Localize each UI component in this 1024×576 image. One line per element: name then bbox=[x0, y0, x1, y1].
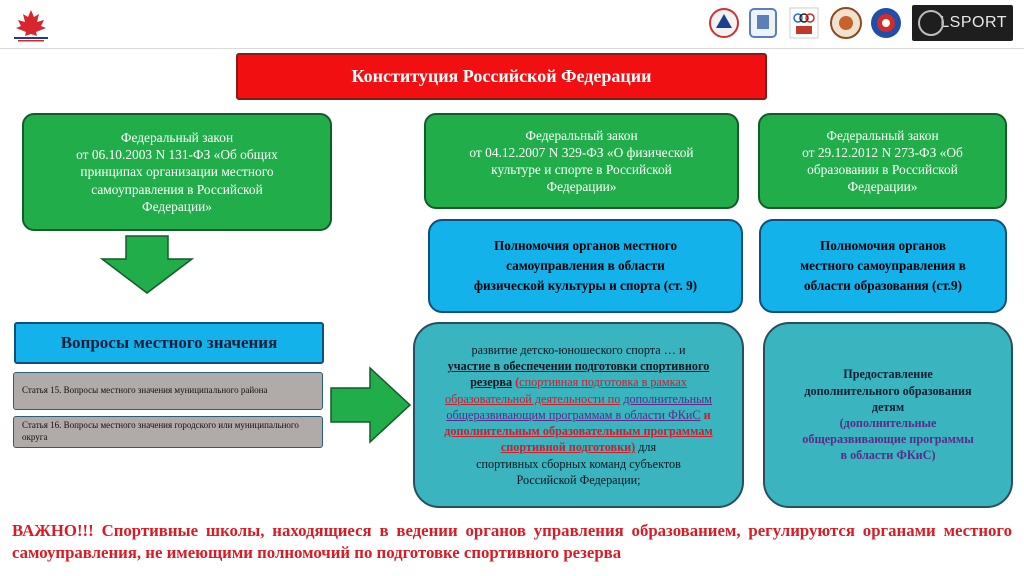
sport-training-text: спортивная подготовка в рамках образоват… bbox=[444, 375, 687, 406]
powers-line: местного самоуправления в bbox=[800, 258, 966, 274]
maple-leaf-logo-icon bbox=[6, 8, 56, 44]
law-131-box: Федеральный закон от 06.10.2003 N 131-ФЗ… bbox=[22, 113, 332, 231]
shield-logo-icon bbox=[749, 8, 777, 38]
university-logo-icon bbox=[709, 8, 739, 38]
law-line: самоуправления в Российской bbox=[91, 181, 263, 197]
edu-line: детям bbox=[871, 399, 905, 414]
down-arrow-icon bbox=[99, 235, 195, 294]
for-text: для bbox=[635, 440, 657, 455]
header-divider bbox=[0, 48, 1024, 49]
sport-training-programs-text: дополнительным образовательным программа… bbox=[444, 424, 713, 455]
law-line: от 06.10.2003 N 131-ФЗ «Об общих bbox=[76, 147, 278, 163]
club-logo-icon bbox=[871, 8, 901, 38]
constitution-box: Конституция Российской Федерации bbox=[236, 53, 767, 100]
constitution-title: Конституция Российской Федерации bbox=[351, 66, 652, 86]
law-line: от 04.12.2007 N 329-ФЗ «О физической bbox=[469, 144, 694, 160]
law-line: Федерации» bbox=[847, 179, 918, 195]
law-329-box: Федеральный закон от 04.12.2007 N 329-ФЗ… bbox=[424, 113, 739, 209]
paren-open: ( bbox=[512, 375, 520, 390]
edu-paren-line: общеразвивающие программы bbox=[802, 432, 974, 447]
article-15-box: Статья 15. Вопросы местного значения мун… bbox=[13, 372, 323, 410]
basketball-logo-icon bbox=[830, 7, 862, 39]
edu-line: Предоставление bbox=[843, 367, 933, 382]
partner-logos bbox=[704, 4, 1020, 42]
article-15-text: Статья 15. Вопросы местного значения мун… bbox=[22, 385, 268, 396]
edu-line: дополнительного образования bbox=[804, 383, 972, 398]
participation-text: участие в обеспечении подготовки спортив… bbox=[447, 359, 710, 390]
powers-line: Полномочия органов местного bbox=[493, 238, 678, 254]
lsport-brand: LSPORT bbox=[940, 14, 1007, 31]
additional-education-box: Предоставление дополнительного образован… bbox=[763, 322, 1013, 508]
local-issues-box: Вопросы местного значения bbox=[14, 322, 324, 364]
law-line: Федерации» bbox=[546, 179, 617, 195]
law-273-box: Федеральный закон от 29.12.2012 N 273-ФЗ… bbox=[758, 113, 1007, 209]
powers-sport-box: Полномочия органов местного самоуправлен… bbox=[428, 219, 743, 313]
powers-line: Полномочия органов bbox=[819, 238, 947, 254]
lsport-mark-icon bbox=[918, 10, 944, 36]
powers-line: самоуправления в области bbox=[506, 258, 665, 274]
and-text: и bbox=[700, 407, 711, 422]
edu-paren-line: (дополнительные bbox=[839, 416, 937, 430]
article-16-box: Статья 16. Вопросы местного значения гор… bbox=[13, 416, 323, 448]
sport-line-1: развитие детско-юношеского спорта … и bbox=[471, 343, 686, 358]
olympic-logo-icon bbox=[789, 7, 819, 39]
sport-tail-line: спортивных сборных команд субъектов bbox=[476, 456, 681, 471]
law-line: Федеральный закон bbox=[826, 127, 939, 143]
powers-line: области образования (ст.9) bbox=[803, 277, 963, 293]
sport-tail-line: Российской Федерации; bbox=[516, 472, 641, 487]
lsport-logo: LSPORT bbox=[912, 5, 1013, 41]
sport-rich-paragraph: участие в обеспечении подготовки спортив… bbox=[427, 358, 730, 455]
law-line: культуре и спорте в Российской bbox=[491, 162, 672, 177]
law-line: принципах организации местного bbox=[80, 164, 274, 180]
additional-programs-text: дополнительным общеразвивающим программа… bbox=[446, 391, 713, 422]
powers-education-box: Полномочия органов местного самоуправлен… bbox=[759, 219, 1007, 313]
warning-text: ВАЖНО!!! Спортивные школы, находящиеся в… bbox=[12, 521, 1012, 562]
law-line: Федерации» bbox=[142, 198, 212, 214]
law-line: Федеральный закон bbox=[120, 130, 234, 146]
article-16-text: Статья 16. Вопросы местного значения гор… bbox=[22, 420, 299, 442]
local-issues-title: Вопросы местного значения bbox=[60, 333, 278, 352]
powers-line: физической культуры и спорта (ст. 9) bbox=[473, 277, 698, 293]
law-line: от 29.12.2012 N 273-ФЗ «Об bbox=[802, 144, 963, 160]
law-line: Федеральный закон bbox=[525, 127, 638, 143]
edu-paren-line: в области ФКиС) bbox=[840, 448, 936, 463]
sport-development-box: развитие детско-юношеского спорта … и уч… bbox=[413, 322, 744, 508]
law-line: образовании в Российской bbox=[807, 162, 958, 177]
right-arrow-icon bbox=[330, 366, 412, 444]
